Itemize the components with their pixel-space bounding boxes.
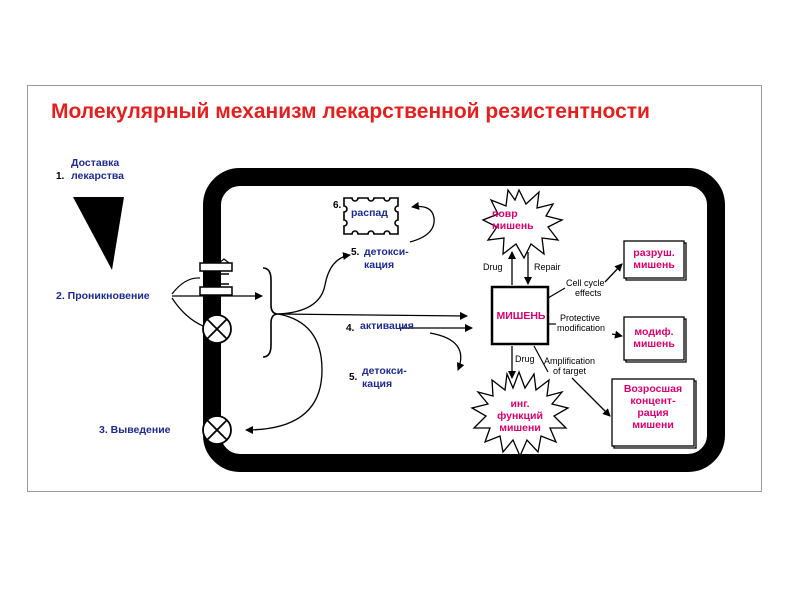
increased-box — [611, 378, 695, 447]
protective-line2: modification — [557, 323, 606, 333]
arrow-activation — [277, 311, 468, 320]
activation-step-number: 4. — [346, 323, 355, 334]
delivery-label-line2: лекарства — [71, 170, 125, 182]
modified-label-line2: мишень — [633, 338, 675, 350]
protective-line1: Protective — [560, 313, 601, 323]
arrow-to-modified — [611, 330, 623, 339]
amplification-line1: Amplification — [544, 356, 596, 366]
amplification-line2: of target — [553, 366, 587, 376]
repair-label: Repair — [534, 262, 561, 272]
arrow-to-increased — [571, 377, 611, 417]
entry-channel — [202, 314, 232, 344]
cell-cycle-line1: Cell cycle — [566, 278, 605, 288]
excretion-label: 3. Выведение — [99, 424, 171, 436]
increased-label-line1: Возросшая — [623, 383, 683, 395]
target-box — [490, 285, 550, 346]
decay-label: распад — [351, 207, 388, 219]
penetration-arrow-lower — [171, 297, 204, 327]
destroyed-box — [623, 240, 685, 279]
detox-top-step-number: 5. — [351, 247, 360, 258]
arrow-to-excretion — [245, 313, 323, 434]
delivery-step-number: 1. — [56, 171, 65, 182]
detox-bottom-label-line2: кация — [362, 378, 393, 390]
damage-label-line2: мишень — [492, 220, 534, 232]
increased-label-line4: мишени — [632, 419, 674, 431]
page-title: Молекулярный механизм лекарственной рези… — [51, 100, 650, 123]
arrow-amplification — [533, 345, 549, 373]
inhibit-label-line3: мишени — [499, 422, 541, 434]
line-cell-cycle — [547, 287, 566, 299]
detox-bottom-step-number: 5. — [349, 372, 358, 383]
drug-bottom-label: Drug — [515, 354, 535, 364]
decay-box — [343, 197, 399, 235]
destroyed-label-line2: мишень — [633, 259, 675, 271]
increased-label-line3: рация — [637, 407, 669, 419]
detox-top-label-line1: детокси- — [364, 246, 409, 258]
increased-label-line2: концент- — [630, 395, 676, 407]
damage-label-line1: повр — [492, 208, 518, 220]
delivery-arrow — [73, 197, 124, 270]
damage-starburst — [481, 188, 564, 260]
entry-pump — [199, 258, 233, 296]
modified-label-line1: модиф. — [634, 326, 674, 338]
inhibit-label-line2: функций — [497, 410, 543, 422]
delivery-label-line1: Доставка — [71, 157, 120, 169]
activation-label: активация — [360, 320, 414, 332]
inhibit-label-line1: инг. — [510, 398, 530, 410]
detox-top-label-line2: кация — [364, 259, 395, 271]
efflux-pump — [202, 415, 232, 445]
drug-top-label: Drug — [483, 262, 503, 272]
inhibit-starburst — [470, 370, 570, 458]
target-label: МИШЕНЬ — [496, 310, 546, 322]
arrow-detox-to-decay — [409, 202, 435, 243]
penetration-arrow-upper — [171, 277, 201, 295]
penetration-label: 2. Проникновение — [56, 290, 150, 302]
modified-box — [623, 316, 685, 361]
destroyed-label-line1: разруш. — [633, 247, 675, 259]
intake-bracket — [262, 267, 279, 358]
decay-step-number: 6. — [333, 200, 342, 211]
detox-bottom-label-line1: детокси- — [362, 365, 407, 377]
cell-cycle-line2: effects — [575, 288, 602, 298]
arrow-detox-bottom — [429, 332, 465, 371]
arrow-to-detox-top — [277, 252, 351, 315]
arrow-to-destroyed — [604, 263, 623, 283]
